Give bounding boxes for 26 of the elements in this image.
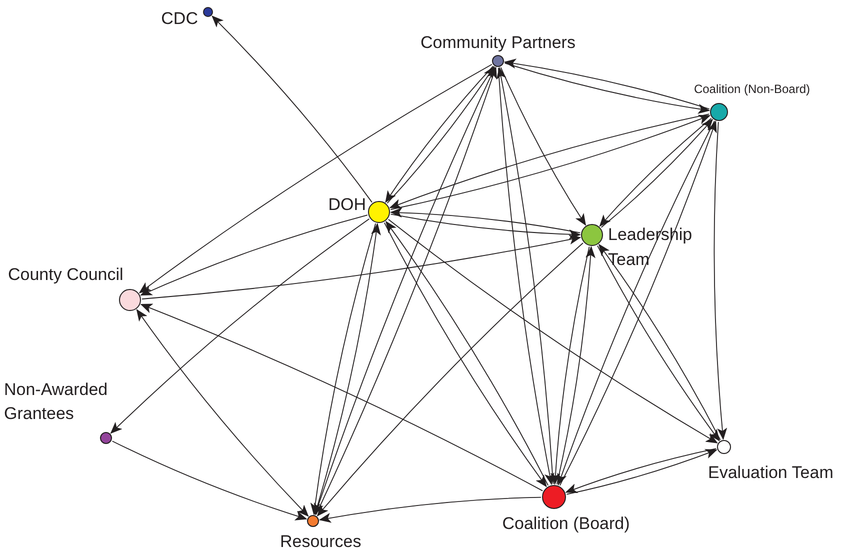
arrow [110,218,370,434]
arrow [714,122,728,440]
node-label: Coalition (Non-Board) [692,81,812,98]
node-label: Community Partners [420,32,576,54]
node-label: DOH [327,194,366,216]
arrow [140,304,544,492]
arrow [556,246,596,485]
arrow [140,214,368,296]
arrow [142,234,582,300]
arrow [388,218,718,444]
arrow [212,16,372,203]
arrow [316,242,584,516]
arrow [500,66,586,226]
arrow [318,496,542,523]
node-label: Coalition (Board) [501,513,631,535]
arrow [138,64,492,294]
node-label: CDC [160,8,198,30]
node-label: County Council [8,264,124,286]
arrow [390,214,581,240]
node-label: Non-Awarded Grantees [4,379,109,425]
arrow [550,246,590,485]
arrow [390,208,581,234]
node-label: Evaluation Team [708,462,834,484]
node-label: Resources [280,531,362,552]
arrow [112,440,308,520]
arrow [136,308,309,517]
